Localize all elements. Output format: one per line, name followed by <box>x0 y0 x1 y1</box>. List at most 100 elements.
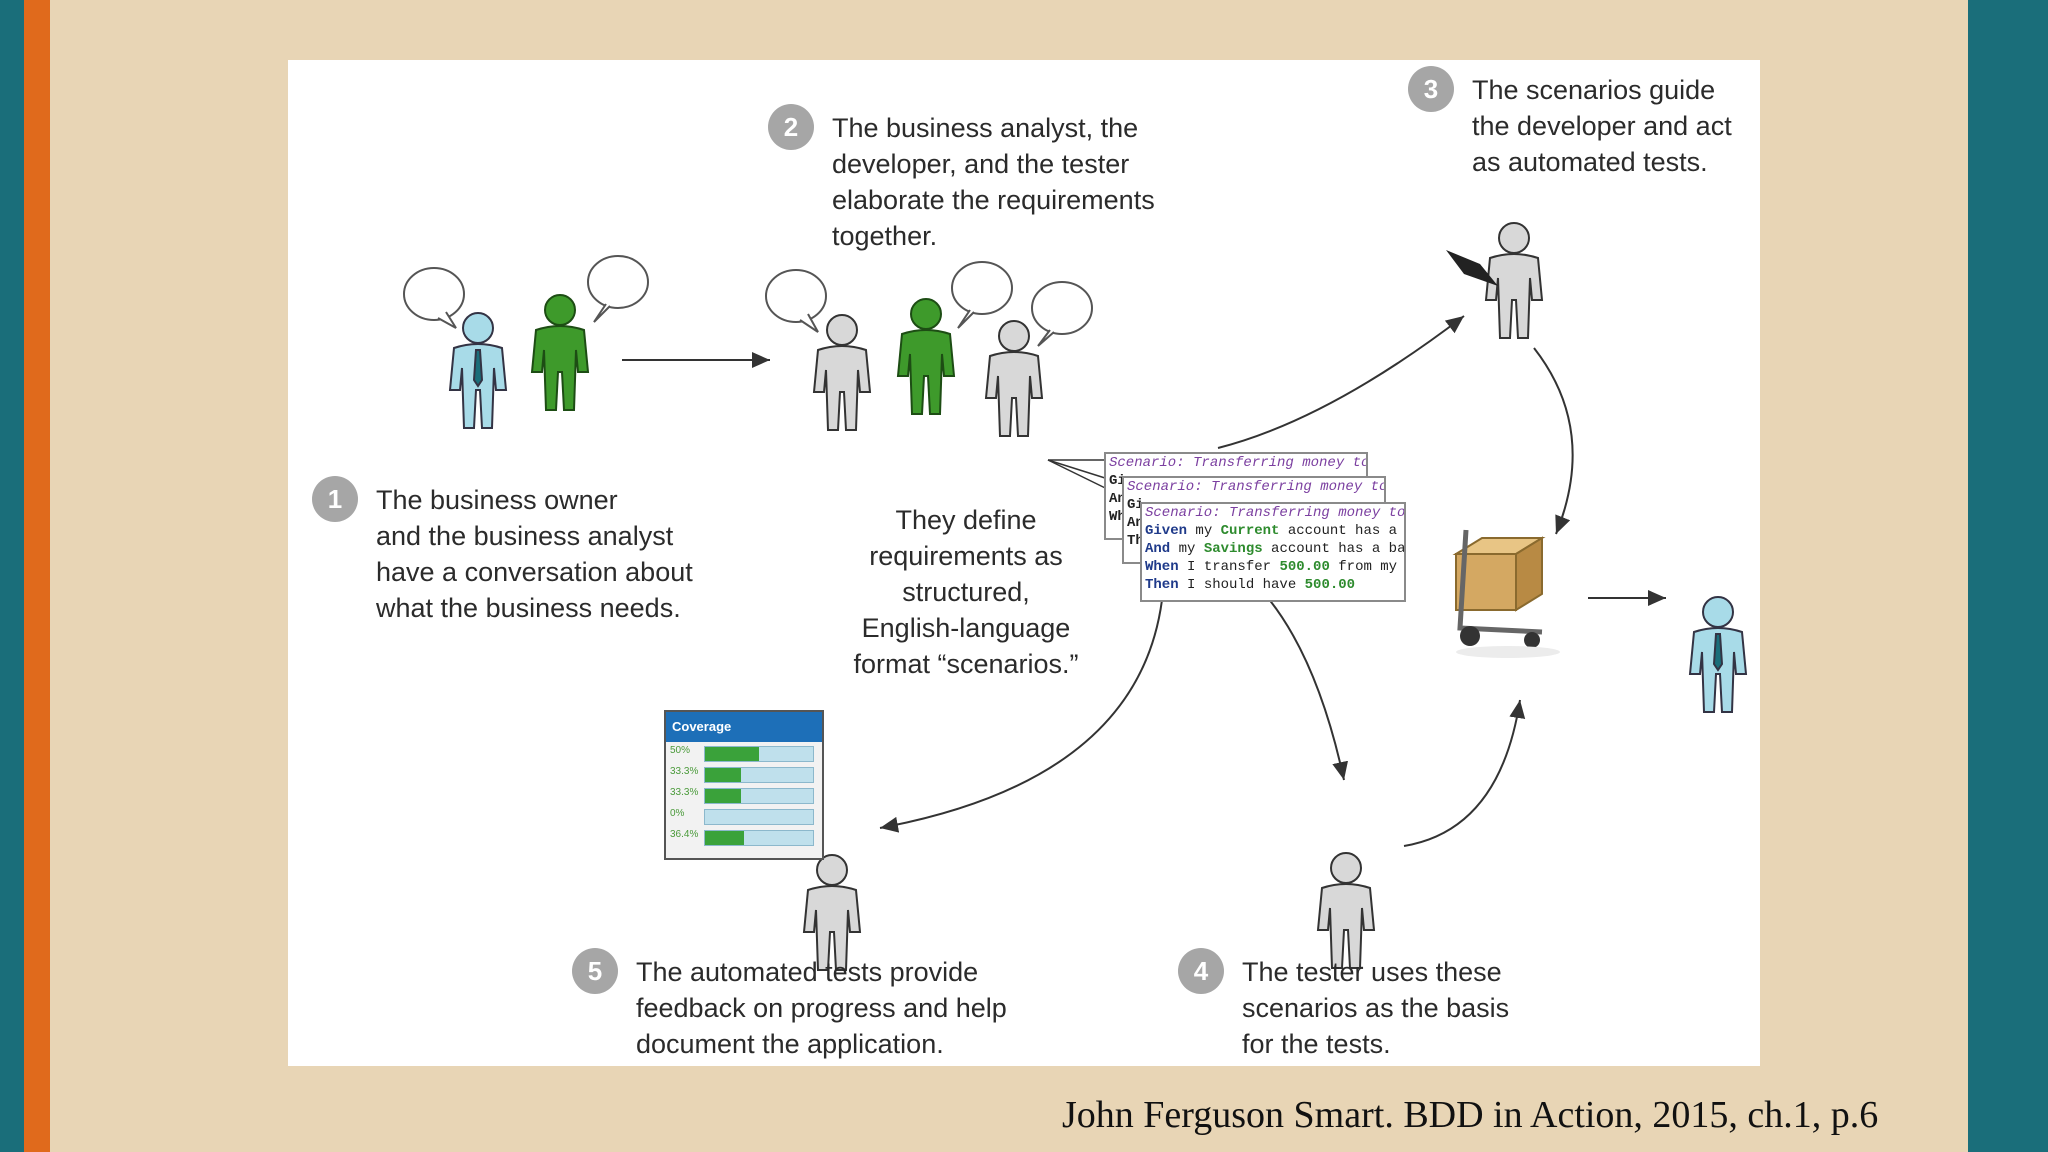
left-frame-bar <box>0 0 24 1152</box>
coverage-row: 0% <box>670 807 818 826</box>
step-2-line: elaborate the requirements <box>832 185 1155 215</box>
scenario-line: Then I should have 500.00 <box>1142 576 1404 594</box>
coverage-rows: 50% 33.3% 33.3% 0% 36.4% <box>666 744 822 847</box>
source-caption: John Ferguson Smart. BDD in Action, 2015… <box>1062 1094 1879 1136</box>
scenario-keyword: Given <box>1145 523 1188 539</box>
step-4-line: for the tests. <box>1242 1029 1391 1059</box>
coverage-bar-fill <box>705 789 741 803</box>
speech-bubbles <box>403 255 1093 347</box>
coverage-bar <box>704 746 814 762</box>
left-accent-stripe <box>24 0 50 1152</box>
step-3-badge: 3 <box>1408 66 1454 112</box>
scenario-fragment: Gi <box>1127 497 1144 513</box>
scenario-text: my <box>1187 523 1221 539</box>
scenario-highlight: 500.00 <box>1279 559 1330 575</box>
step-1-line: The business owner <box>376 485 618 515</box>
coverage-bar <box>704 767 814 783</box>
coverage-row: 36.4% <box>670 828 818 847</box>
diagram-graphics <box>403 222 1747 971</box>
delivery-cart-icon <box>1452 529 1560 658</box>
coverage-title: Coverage <box>666 712 822 742</box>
scenario-fragment: Gi <box>1109 473 1126 489</box>
scenario-text: account has a <box>1279 523 1398 539</box>
step-2-text: The business analyst, the developer, and… <box>832 110 1155 254</box>
define-line: English-language <box>861 613 1071 643</box>
scenario-text: from my <box>1329 559 1398 575</box>
coverage-bar-fill <box>705 768 741 782</box>
coverage-report: Coverage 50% 33.3% 33.3% 0% 36.4% <box>664 710 824 860</box>
step-2-badge: 2 <box>768 104 814 150</box>
step-1-badge: 1 <box>312 476 358 522</box>
step-5-line: The automated tests provide <box>636 957 979 987</box>
laptop-icon <box>1446 250 1498 286</box>
scenario-title: Scenario: Transferring money to <box>1127 479 1386 495</box>
coverage-bar-fill <box>705 831 745 845</box>
step-3-line: The scenarios guide <box>1472 75 1716 105</box>
business-owner-figure <box>449 312 507 429</box>
coverage-row: 33.3% <box>670 786 818 805</box>
scenario-highlight: 500.00 <box>1304 577 1356 593</box>
step-3-line: the developer and act <box>1472 111 1732 141</box>
scenario-highlight: Current <box>1220 523 1280 539</box>
step-5-badge: 5 <box>572 948 618 994</box>
business-analyst-figure <box>531 294 589 411</box>
scenario-line: And my Savings account has a ba <box>1142 540 1404 558</box>
scenario-fragment: An <box>1109 491 1126 507</box>
step-1-line: what the business needs. <box>376 593 681 623</box>
tester-step4-figure <box>1317 852 1375 969</box>
feedback-figure <box>803 854 861 971</box>
step-5-line: feedback on progress and help <box>636 993 1007 1023</box>
scenario-line: Given my Current account has a <box>1142 522 1404 540</box>
scenario-text: I should have <box>1178 577 1305 593</box>
step-1-text: The business owner and the business anal… <box>376 482 693 626</box>
scenario-highlight: Savings <box>1203 541 1263 557</box>
coverage-percent: 50% <box>670 745 691 756</box>
coverage-percent: 0% <box>670 808 685 819</box>
scenario-keyword: Then <box>1145 577 1179 593</box>
coverage-row: 50% <box>670 744 818 763</box>
step-4-line: scenarios as the basis <box>1242 993 1510 1023</box>
coverage-bar <box>704 809 814 825</box>
flow-arrows <box>622 315 1666 847</box>
step-2-line: The business analyst, the <box>832 113 1139 143</box>
coverage-percent: 36.4% <box>670 829 699 840</box>
developer-figure <box>813 314 871 431</box>
scenario-card-front: Scenario: Transferring money to Given my… <box>1140 502 1406 602</box>
scenario-keyword: When <box>1145 559 1179 575</box>
scenario-fragment: Th <box>1127 533 1144 549</box>
scenario-fragment: An <box>1127 515 1144 531</box>
scenario-text: account has a ba <box>1262 541 1406 557</box>
step-2-line: together. <box>832 221 938 251</box>
developer-laptop-figure <box>1485 222 1543 339</box>
step-3-text: The scenarios guide the developer and ac… <box>1472 72 1732 180</box>
scenario-text: my <box>1170 541 1204 557</box>
step-3-line: as automated tests. <box>1472 147 1708 177</box>
define-line: format “scenarios.” <box>853 649 1079 679</box>
scenario-keyword: And <box>1145 541 1171 557</box>
tester-figure <box>985 320 1043 437</box>
scenario-line: When I transfer 500.00 from my <box>1142 558 1404 576</box>
scenario-title: Scenario: Transferring money to <box>1145 505 1406 521</box>
step-5-text: The automated tests provide feedback on … <box>636 954 1007 1062</box>
recipient-figure <box>1689 596 1747 713</box>
analyst-figure-2 <box>897 298 955 415</box>
coverage-percent: 33.3% <box>670 787 699 798</box>
coverage-bar <box>704 788 814 804</box>
scenario-text: I transfer <box>1178 559 1280 575</box>
step-4-line: The tester uses these <box>1242 957 1502 987</box>
scenario-fragment: Wh <box>1109 509 1126 525</box>
step-5-line: document the application. <box>636 1029 944 1059</box>
coverage-bar-fill <box>705 747 759 761</box>
step-4-text: The tester uses these scenarios as the b… <box>1242 954 1509 1062</box>
step-4-badge: 4 <box>1178 948 1224 994</box>
step-2-line: developer, and the tester <box>832 149 1130 179</box>
coverage-row: 33.3% <box>670 765 818 784</box>
right-frame-bar <box>1968 0 2048 1152</box>
coverage-bar <box>704 830 814 846</box>
coverage-percent: 33.3% <box>670 766 699 777</box>
define-line: structured, <box>902 577 1030 607</box>
scenario-title: Scenario: Transferring money to <box>1109 455 1368 471</box>
step-1-line: have a conversation about <box>376 557 693 587</box>
define-line: They define <box>895 505 1037 535</box>
step-1-line: and the business analyst <box>376 521 674 551</box>
